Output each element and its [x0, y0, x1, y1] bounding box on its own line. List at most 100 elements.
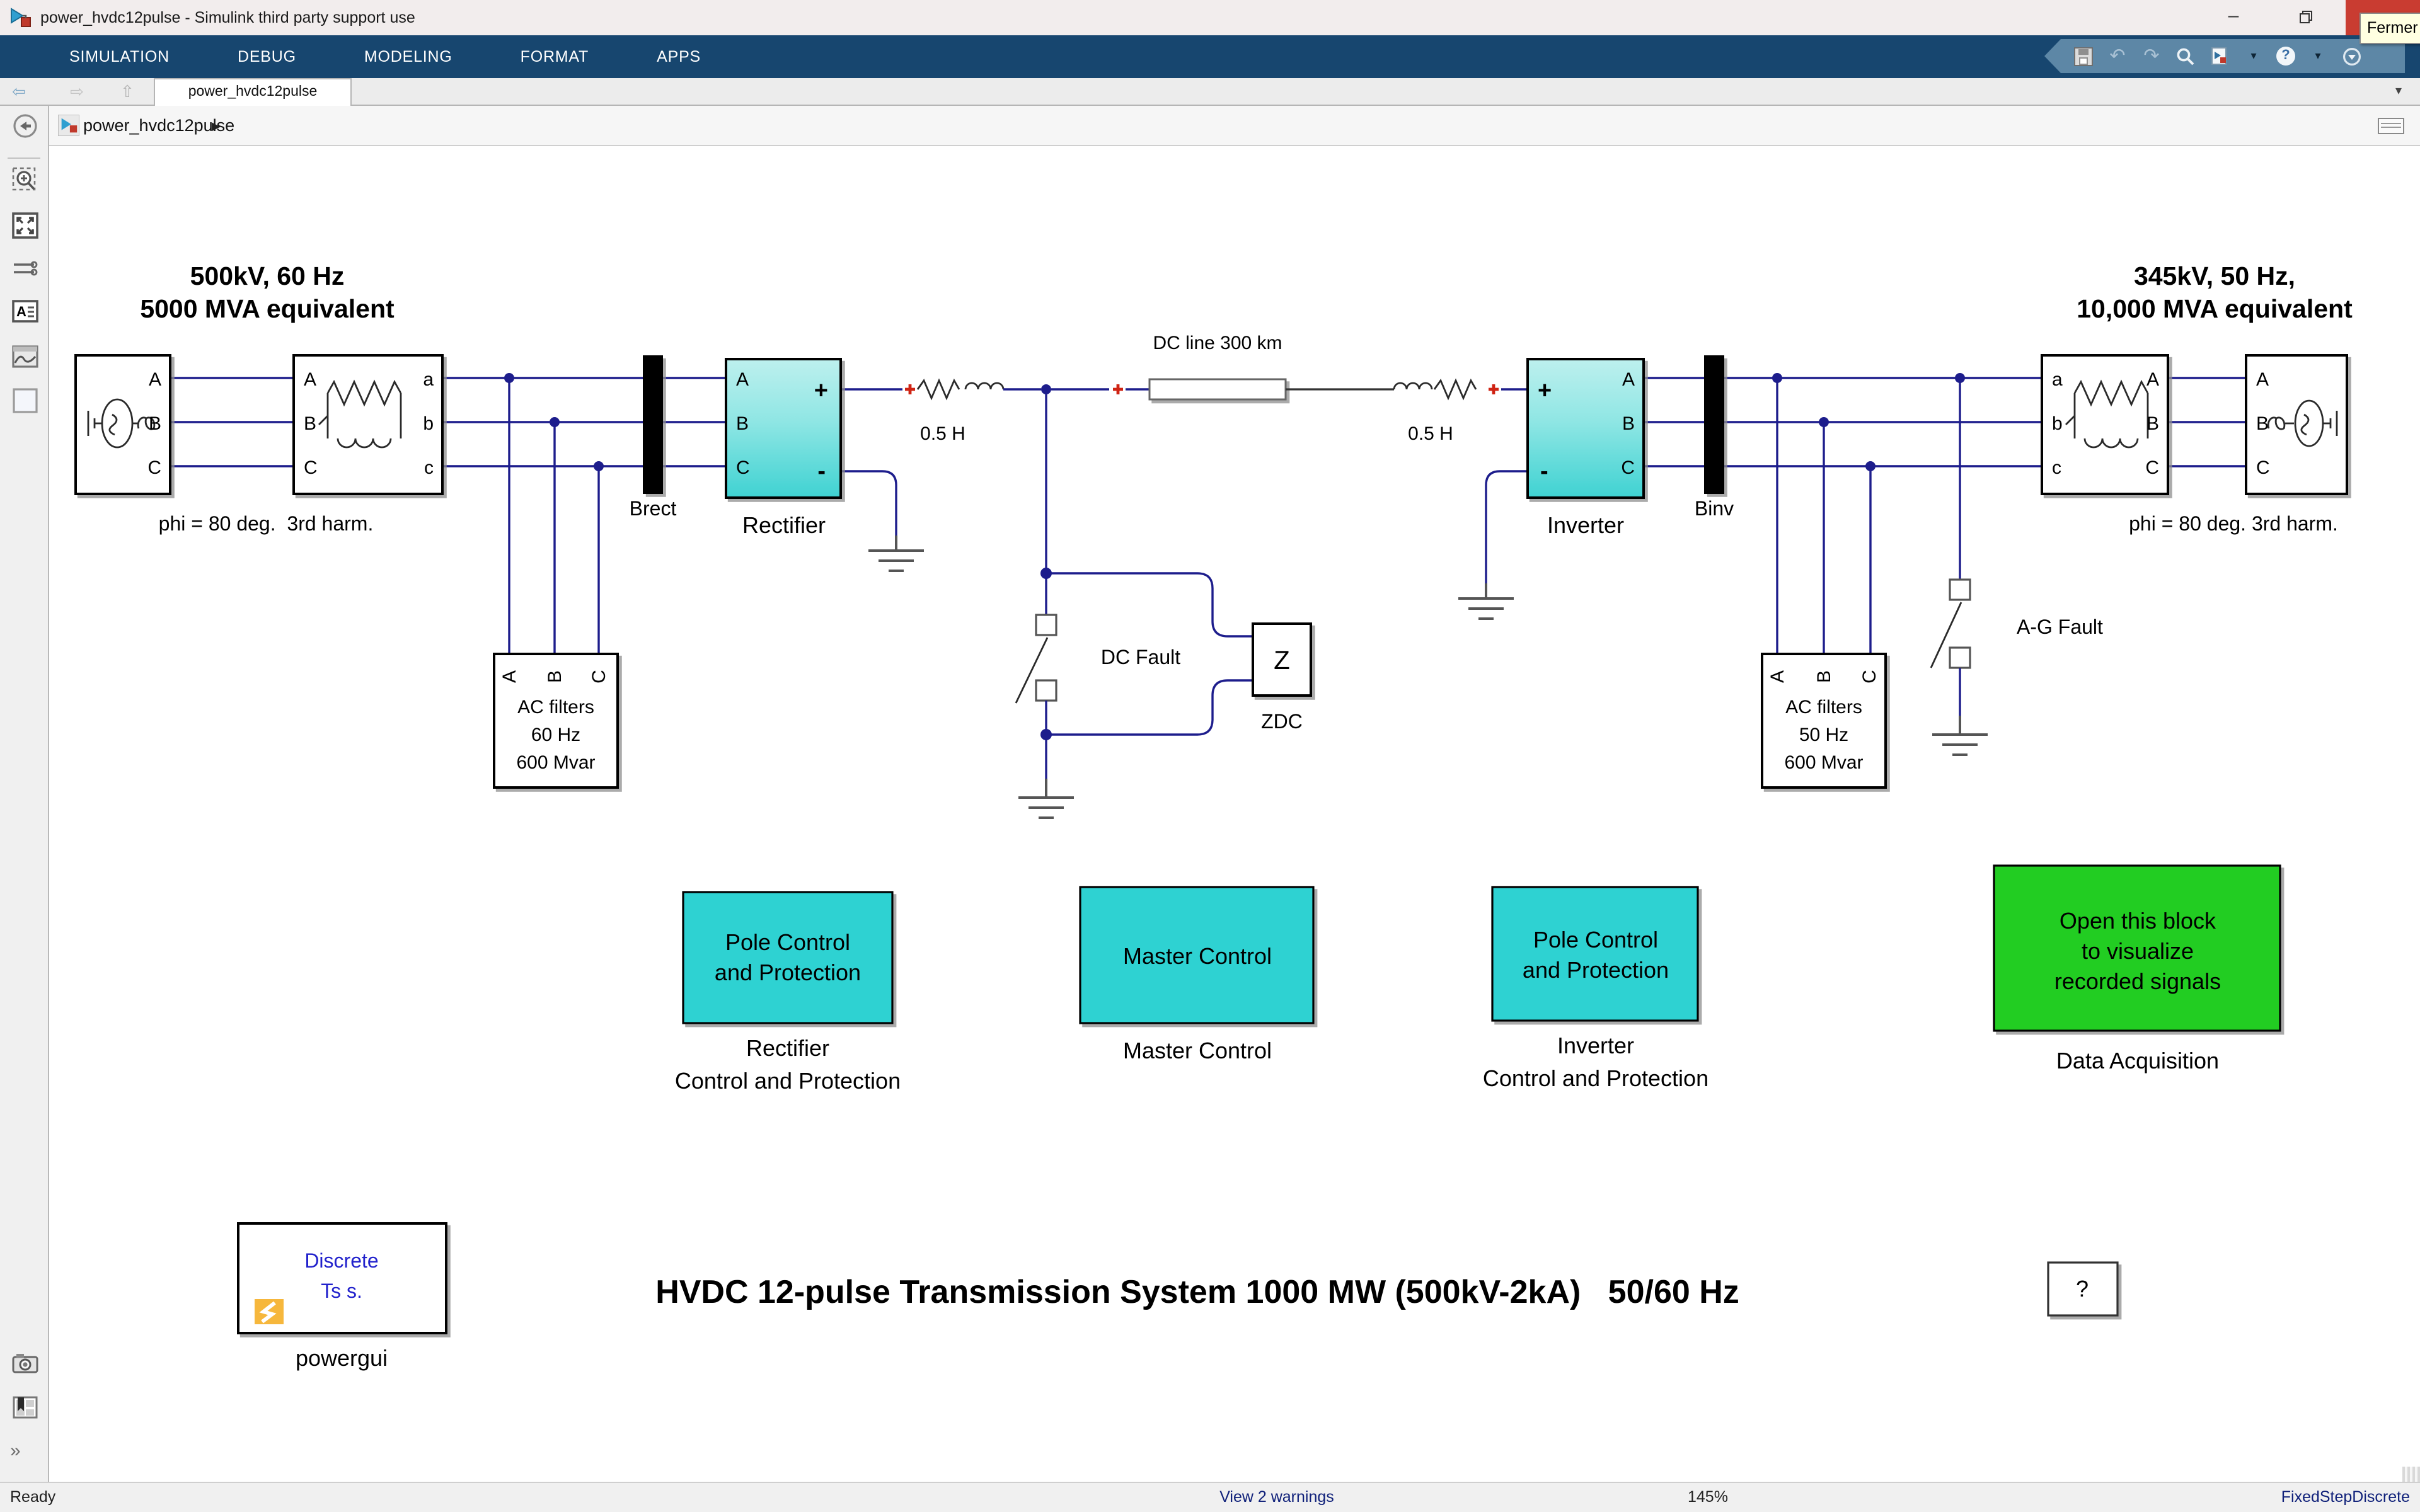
powergui-caption[interactable]: powergui: [296, 1345, 388, 1371]
block-brect-breaker[interactable]: [643, 355, 663, 494]
block-binv-breaker[interactable]: [1704, 355, 1724, 494]
help-button[interactable]: ?: [2276, 47, 2295, 66]
block-pole-control-rectifier[interactable]: Pole Control and Protection: [682, 891, 894, 1024]
rectifier-ctrl-caption[interactable]: Rectifier: [746, 1035, 829, 1061]
tab-debug[interactable]: DEBUG: [237, 48, 296, 66]
redo-button[interactable]: ↷: [2143, 45, 2160, 66]
expand-palette-icon[interactable]: »: [10, 1440, 21, 1462]
pole-control-text: and Protection: [715, 959, 861, 985]
block-ac-filters-left[interactable]: A B C AC filters 60 Hz 600 Mvar: [493, 653, 619, 789]
image-annotation-icon[interactable]: [11, 343, 39, 370]
help-caret-icon[interactable]: ▾: [2315, 49, 2321, 62]
model-tab[interactable]: power_hvdc12pulse: [154, 78, 352, 106]
block-powergui[interactable]: Discrete Ts s.: [237, 1222, 447, 1334]
palette-separator: [8, 158, 40, 159]
ac-filters-left-text: 600 Mvar: [516, 752, 595, 773]
status-solver[interactable]: FixedStepDiscrete: [2281, 1488, 2410, 1506]
model-settings-button[interactable]: [2208, 45, 2231, 67]
port-label: A: [304, 369, 316, 390]
rectifier-ground-branch[interactable]: [841, 470, 924, 572]
block-zdc[interactable]: Z: [1252, 622, 1312, 697]
dc-fault-label[interactable]: DC Fault: [1101, 646, 1180, 668]
rectifier-caption[interactable]: Rectifier: [742, 512, 826, 538]
inverter-ctrl-caption[interactable]: Control and Protection: [1483, 1065, 1708, 1091]
signal-routing-icon[interactable]: [11, 255, 39, 282]
block-harmonic-filter-right[interactable]: a b c A B C: [2041, 354, 2169, 495]
fault-breaker-contact[interactable]: [1035, 679, 1057, 702]
save-button[interactable]: [2072, 45, 2095, 67]
nav-up-button[interactable]: ⇧: [120, 82, 134, 101]
tab-format[interactable]: FORMAT: [520, 48, 589, 66]
smoothing-reactor-right-label[interactable]: 0.5 H: [1408, 423, 1453, 444]
left-equivalent-label-line2[interactable]: 5000 MVA equivalent: [140, 294, 395, 323]
tab-apps[interactable]: APPS: [657, 48, 701, 66]
block-source-right[interactable]: A B C: [2245, 354, 2348, 495]
annotation-icon[interactable]: A: [11, 297, 39, 325]
fault-breaker-contact[interactable]: [1949, 578, 1971, 601]
dc-line-block[interactable]: [1148, 378, 1287, 401]
left-equivalent-label-line1[interactable]: 500kV, 60 Hz: [190, 261, 345, 290]
zoom-region-icon[interactable]: [11, 166, 39, 194]
collapse-ribbon-button[interactable]: [2341, 45, 2363, 67]
right-equivalent-label-line1[interactable]: 345kV, 50 Hz,: [2134, 261, 2295, 290]
model-settings-caret-icon[interactable]: ▾: [2250, 49, 2257, 62]
block-master-control[interactable]: Master Control: [1079, 886, 1315, 1024]
ag-fault-label[interactable]: A-G Fault: [2017, 616, 2103, 638]
port-label: b: [2052, 413, 2063, 434]
block-inverter[interactable]: + - A B C: [1526, 358, 1645, 499]
inverter-ctrl-caption[interactable]: Inverter: [1557, 1033, 1634, 1058]
phase-wires-left[interactable]: [170, 373, 726, 654]
minimize-button[interactable]: –: [2228, 5, 2239, 26]
view-warnings-link[interactable]: View 2 warnings: [1219, 1488, 1334, 1506]
tab-modeling[interactable]: MODELING: [364, 48, 452, 66]
restore-button[interactable]: [2275, 0, 2336, 35]
document-tab-bar: [0, 78, 2420, 106]
nav-forward-button[interactable]: ⇨: [70, 82, 84, 101]
polarity-marker-icon: [905, 384, 915, 394]
block-data-acquisition[interactable]: Open this block to visualize recorded si…: [1993, 864, 2281, 1032]
ag-fault-branch[interactable]: [1930, 578, 1988, 756]
search-button[interactable]: [2174, 45, 2197, 67]
right-equivalent-label-line2[interactable]: 10,000 MVA equivalent: [2077, 294, 2353, 323]
undo-button[interactable]: ↶: [2109, 45, 2126, 66]
model-title-annotation[interactable]: HVDC 12-pulse Transmission System 1000 M…: [655, 1274, 1739, 1310]
phi-left-label[interactable]: phi = 80 deg. 3rd harm.: [159, 512, 374, 535]
dc-line-label[interactable]: DC line 300 km: [1153, 333, 1282, 353]
fault-breaker-contact[interactable]: [1949, 646, 1971, 669]
area-box-icon[interactable]: [11, 387, 39, 415]
port-label: a: [423, 369, 434, 390]
block-harmonic-filter-left[interactable]: A B C a b c: [292, 354, 444, 495]
tab-list-caret-icon[interactable]: ▾: [2395, 84, 2402, 98]
port-label: C: [1621, 457, 1635, 478]
rectifier-ctrl-caption[interactable]: Control and Protection: [675, 1068, 901, 1094]
dc-link[interactable]: [841, 378, 1528, 401]
port-label: C: [2145, 457, 2159, 478]
block-help[interactable]: ?: [2047, 1261, 2119, 1317]
screenshot-camera-icon[interactable]: [11, 1349, 39, 1377]
zdc-caption[interactable]: ZDC: [1261, 710, 1303, 733]
binv-caption[interactable]: Binv: [1695, 497, 1734, 520]
smoothing-reactor-left-label[interactable]: 0.5 H: [920, 423, 965, 444]
block-source-left[interactable]: A B C: [74, 354, 171, 495]
polarity-marker-icon: [1113, 384, 1123, 394]
phi-right-label[interactable]: phi = 80 deg. 3rd harm.: [2129, 512, 2338, 535]
block-rectifier[interactable]: A B C + -: [725, 358, 842, 499]
tab-simulation[interactable]: SIMULATION: [69, 48, 170, 66]
nav-back-button[interactable]: ⇦: [12, 82, 26, 101]
brect-caption[interactable]: Brect: [630, 497, 677, 520]
data-acq-caption[interactable]: Data Acquisition: [2056, 1048, 2219, 1074]
breadcrumb[interactable]: power_hvdc12pulse: [83, 116, 235, 135]
hide-browser-icon[interactable]: [11, 112, 39, 140]
dc-fault-branch[interactable]: [1015, 394, 1253, 819]
fault-breaker-contact[interactable]: [1035, 614, 1057, 636]
block-pole-control-inverter[interactable]: Pole Control and Protection: [1491, 886, 1699, 1022]
inverter-ground-branch[interactable]: [1458, 470, 1528, 620]
inverter-caption[interactable]: Inverter: [1547, 512, 1624, 538]
port-label: b: [423, 413, 434, 434]
viewmarks-icon[interactable]: [11, 1394, 39, 1421]
breadcrumb-chevron-icon[interactable]: ▶: [212, 120, 221, 132]
keyboard-shortcuts-icon[interactable]: [2377, 117, 2405, 135]
master-control-caption[interactable]: Master Control: [1123, 1038, 1272, 1063]
block-ac-filters-right[interactable]: A B C AC filters 50 Hz 600 Mvar: [1761, 653, 1887, 789]
fit-to-view-icon[interactable]: [11, 212, 39, 239]
